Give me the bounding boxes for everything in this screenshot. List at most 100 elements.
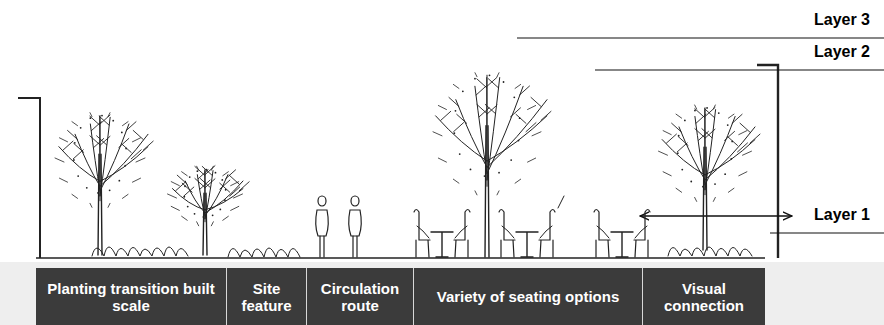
- sketch-stroke: [695, 105, 697, 109]
- sketch-stroke: [456, 100, 487, 168]
- band-label: Site feature: [231, 280, 302, 314]
- sketch-stroke: [171, 182, 179, 186]
- leaf-dot: [694, 110, 696, 112]
- sketch-stroke: [433, 132, 442, 136]
- leaf-dot: [86, 187, 88, 189]
- sketch-stroke: [453, 179, 459, 183]
- sketch-stroke: [705, 140, 755, 175]
- sketch-stroke: [92, 247, 188, 256]
- sketch-stroke: [202, 166, 212, 175]
- leaf-dot: [187, 206, 189, 208]
- sketch-stroke: [197, 222, 199, 226]
- sketch-stroke: [438, 106, 446, 110]
- sketch-stroke: [728, 136, 738, 145]
- leaf-dot: [470, 169, 472, 171]
- sketch-stroke: [668, 247, 752, 256]
- leaf-dot: [77, 175, 79, 177]
- leaf-dot: [727, 124, 729, 126]
- leaf-dot: [455, 110, 457, 112]
- sketch-stroke: [195, 178, 205, 187]
- leaf-dot: [706, 107, 708, 109]
- leaf-dot: [125, 148, 127, 150]
- layer-line: [595, 69, 884, 70]
- leaf-dot: [459, 153, 461, 155]
- sketch-stroke: [121, 143, 131, 152]
- leaf-dot: [112, 120, 114, 122]
- leaf-dot: [196, 170, 198, 172]
- sketch-stroke: [226, 170, 236, 179]
- sketch-stroke: [100, 116, 101, 201]
- sketch-stroke: [695, 197, 697, 201]
- leaf-dot: [124, 165, 126, 167]
- sketch-stroke: [475, 191, 477, 195]
- sketch-stroke: [540, 226, 552, 238]
- sketch-stroke: [131, 150, 141, 159]
- sketch-stroke: [90, 116, 100, 125]
- sketch-stroke: [349, 210, 362, 236]
- layer-label: Layer 3: [814, 11, 870, 29]
- sketch-stroke: [223, 216, 229, 220]
- sketch-stroke: [72, 194, 78, 198]
- sketch-stroke: [502, 226, 514, 238]
- leaf-dot: [714, 183, 716, 185]
- sketch-stroke: [732, 114, 742, 123]
- leaf-dot: [89, 117, 91, 119]
- sketch-stroke: [594, 210, 610, 258]
- band-label: Visual connection: [647, 280, 761, 314]
- leaf-dot: [462, 90, 464, 92]
- leaf-dot: [183, 196, 185, 198]
- leaf-dot: [101, 115, 103, 117]
- sketch-stroke: [68, 130, 78, 139]
- sketch-stroke: [63, 141, 73, 150]
- leaf-dot: [503, 81, 505, 83]
- sketch-stroke: [205, 170, 206, 222]
- ground-line: [36, 257, 765, 259]
- sketch-stroke: [515, 84, 521, 88]
- sketch-stroke: [541, 111, 551, 120]
- sketch-stroke: [136, 158, 145, 162]
- leaf-dot: [97, 192, 99, 194]
- label-band-cell: Visual connection: [642, 268, 765, 325]
- leaf-dot: [221, 179, 223, 181]
- sketch-stroke: [739, 131, 747, 135]
- sketch-stroke: [454, 210, 470, 258]
- sketch-stroke: [75, 134, 100, 186]
- sketch-stroke: [516, 114, 526, 123]
- leaf-dot: [484, 175, 486, 177]
- sketch-stroke: [205, 175, 228, 216]
- sketch-stroke: [316, 210, 329, 236]
- sketch-stroke: [705, 116, 735, 184]
- sketch-stroke: [453, 84, 459, 88]
- sketch-stroke: [528, 106, 536, 110]
- sketch-stroke: [100, 147, 148, 182]
- leaf-dot: [519, 117, 521, 119]
- sketch-stroke: [743, 151, 752, 155]
- sketch-stroke: [454, 123, 464, 132]
- sketch-stroke: [438, 158, 446, 162]
- sketch-stroke: [205, 181, 243, 213]
- sketch-stroke: [475, 86, 487, 173]
- sketch-stroke: [132, 138, 140, 142]
- leaf-dot: [690, 181, 692, 183]
- sketch-stroke: [205, 179, 215, 188]
- sketch-stroke: [143, 141, 153, 150]
- sketch-stroke: [597, 226, 609, 238]
- leaf-dot: [224, 199, 226, 201]
- sketch-stroke: [611, 232, 633, 257]
- leaf-dot: [80, 127, 82, 129]
- sketch-stroke: [475, 73, 477, 77]
- sketch-stroke: [485, 104, 495, 113]
- sketch-stroke: [132, 178, 140, 182]
- sketch-stroke: [441, 111, 451, 120]
- layer-label: Layer 1: [814, 206, 870, 224]
- right-wall: [757, 65, 778, 258]
- band-label: Planting transition built scale: [40, 280, 222, 314]
- sketch-stroke: [713, 197, 715, 201]
- sketch-stroke: [526, 123, 536, 132]
- person-head: [318, 196, 326, 206]
- sketch-stroke: [679, 127, 705, 180]
- sketch-stroke: [414, 210, 430, 258]
- sketch-stroke: [449, 97, 459, 106]
- sketch-stroke: [487, 100, 547, 168]
- sketch-stroke: [695, 116, 705, 184]
